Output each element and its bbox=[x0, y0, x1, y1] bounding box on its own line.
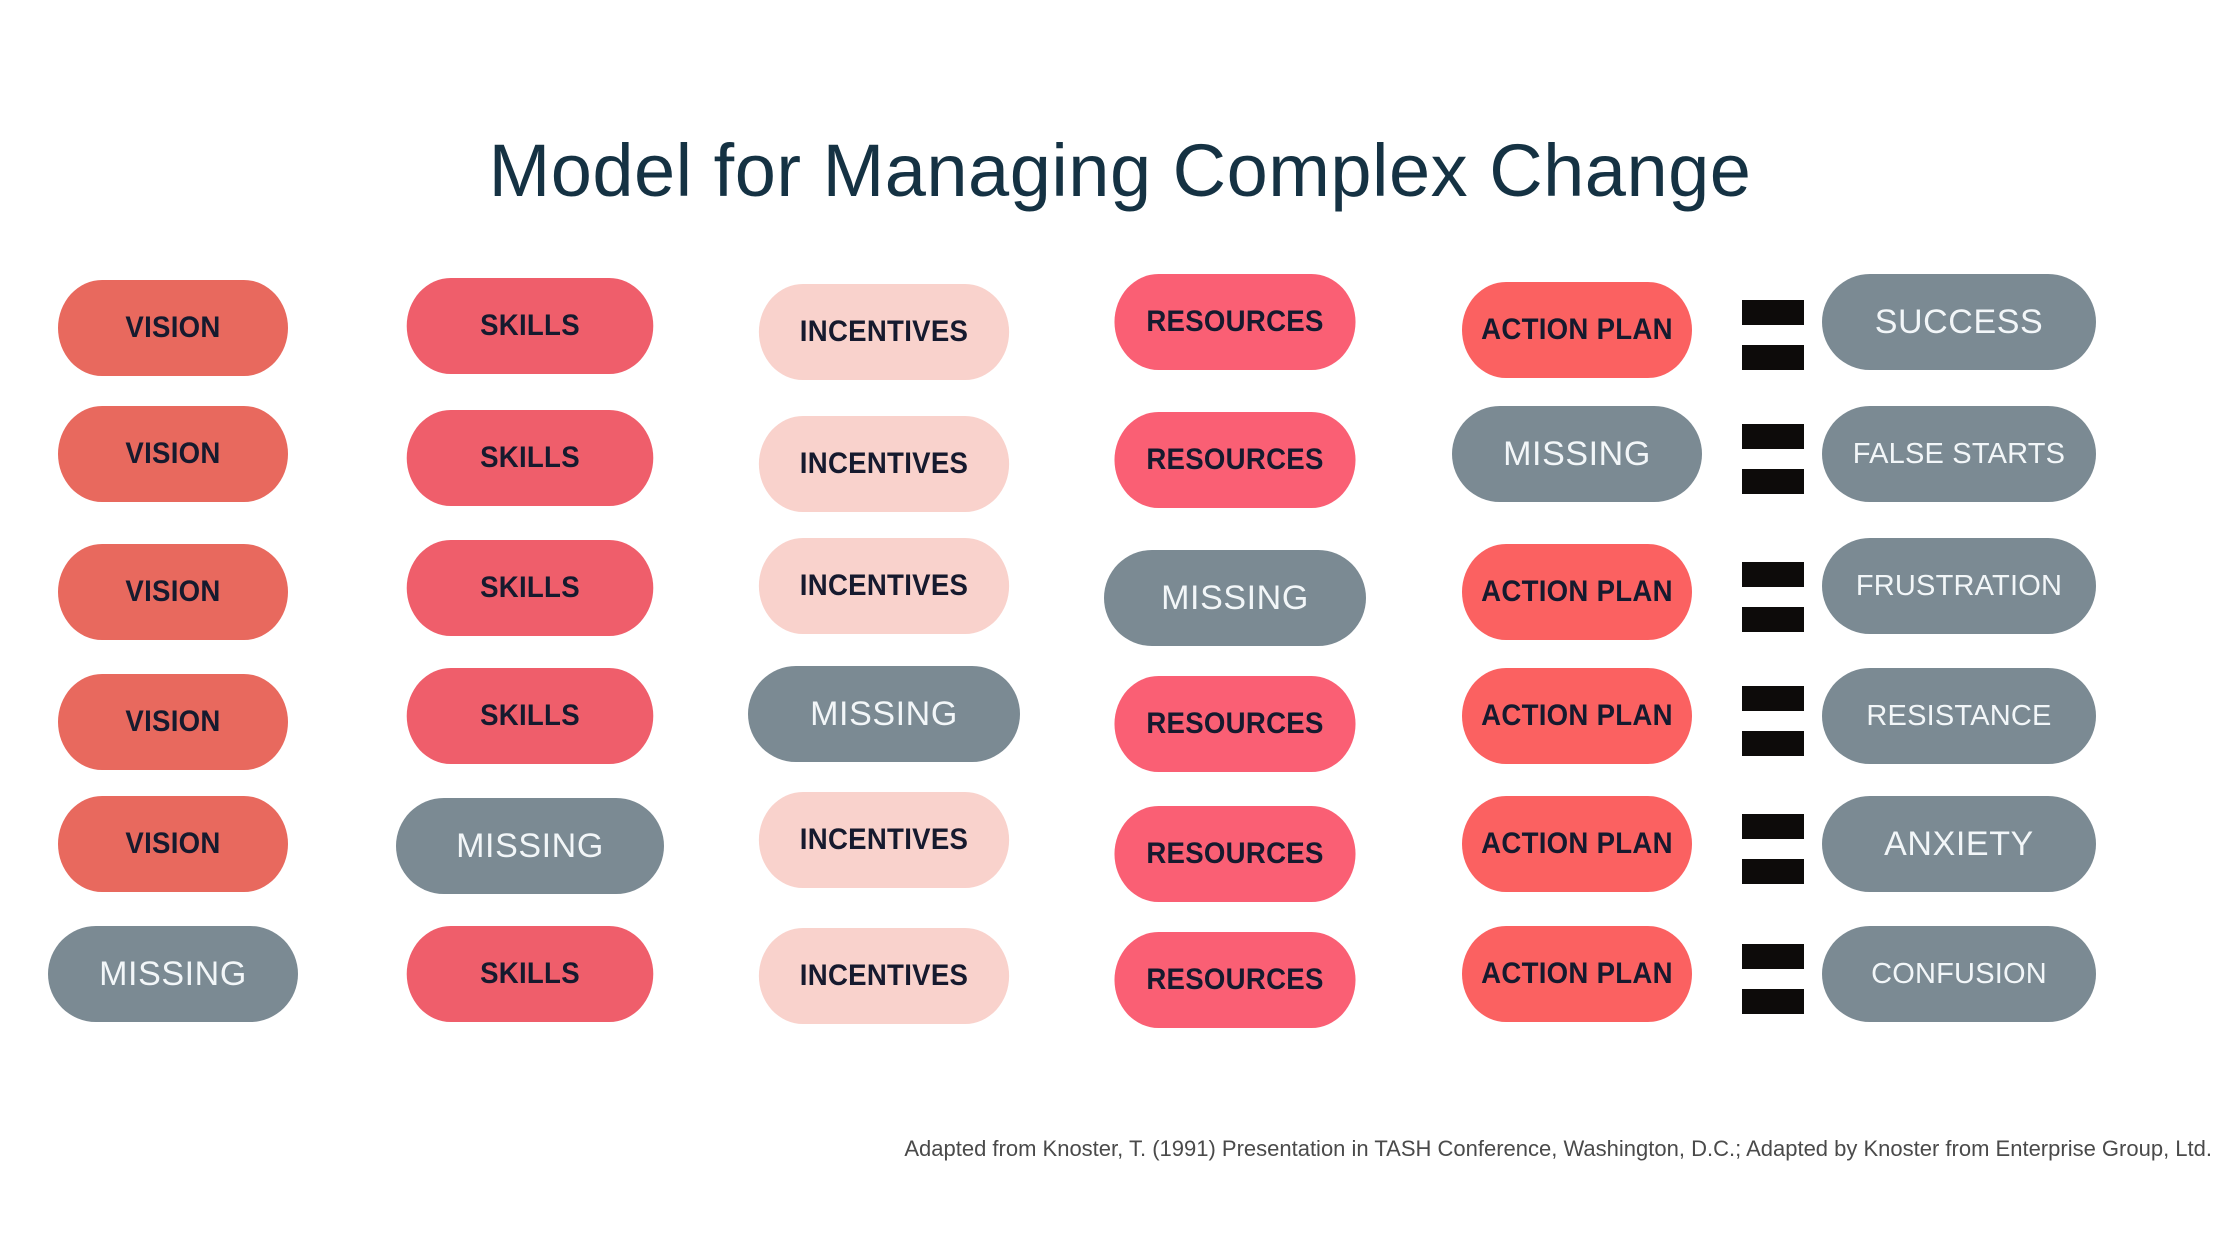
pill-vision[interactable]: VISION bbox=[58, 674, 288, 770]
pill-incentives[interactable]: INCENTIVES bbox=[758, 928, 1010, 1024]
pill-outcome-resistance[interactable]: RESISTANCE bbox=[1822, 668, 2096, 764]
equals-bar-top bbox=[1742, 424, 1804, 449]
page-title: Model for Managing Complex Change bbox=[488, 129, 1752, 212]
equals-bar-top bbox=[1742, 300, 1804, 325]
pill-missing[interactable]: MISSING bbox=[1104, 550, 1366, 646]
pill-incentives[interactable]: INCENTIVES bbox=[758, 416, 1010, 512]
equals-bar-bottom bbox=[1742, 345, 1804, 370]
equals-icon bbox=[1742, 814, 1804, 884]
pill-skills[interactable]: SKILLS bbox=[406, 668, 654, 764]
matrix-row: MISSING SKILLS INCENTIVES RESOURCES ACTION P… bbox=[0, 926, 2240, 1062]
equals-bar-bottom bbox=[1742, 989, 1804, 1014]
equals-icon bbox=[1742, 686, 1804, 756]
pill-action-plan[interactable]: ACTION PLAN bbox=[1462, 544, 1692, 640]
pill-vision[interactable]: VISION bbox=[58, 796, 288, 892]
pill-action-plan[interactable]: ACTION PLAN bbox=[1462, 668, 1692, 764]
pill-missing[interactable]: MISSING bbox=[48, 926, 298, 1022]
equals-icon bbox=[1742, 562, 1804, 632]
pill-outcome-false-starts[interactable]: FALSE STARTS bbox=[1822, 406, 2096, 502]
pill-vision[interactable]: VISION bbox=[58, 544, 288, 640]
pill-resources[interactable]: RESOURCES bbox=[1114, 676, 1356, 772]
pill-skills[interactable]: SKILLS bbox=[406, 278, 654, 374]
equals-bar-bottom bbox=[1742, 469, 1804, 494]
pill-outcome-anxiety[interactable]: ANXIETY bbox=[1822, 796, 2096, 892]
pill-outcome-success[interactable]: SUCCESS bbox=[1822, 274, 2096, 370]
pill-skills[interactable]: SKILLS bbox=[406, 410, 654, 506]
matrix-row: VISION SKILLS MISSING RESOURCES ACTION PLAN R… bbox=[0, 666, 2240, 804]
equals-bar-top bbox=[1742, 562, 1804, 587]
equals-bar-bottom bbox=[1742, 859, 1804, 884]
equals-bar-top bbox=[1742, 814, 1804, 839]
pill-outcome-confusion[interactable]: CONFUSION bbox=[1822, 926, 2096, 1022]
equals-icon bbox=[1742, 300, 1804, 370]
change-model-matrix: VISION SKILLS INCENTIVES RESOURCES ACTION PL… bbox=[0, 274, 2240, 1098]
pill-resources[interactable]: RESOURCES bbox=[1114, 412, 1356, 508]
matrix-row: VISION SKILLS INCENTIVES MISSING ACTION PLAN… bbox=[0, 538, 2240, 674]
pill-missing[interactable]: MISSING bbox=[396, 798, 664, 894]
pill-action-plan[interactable]: ACTION PLAN bbox=[1462, 796, 1692, 892]
pill-skills[interactable]: SKILLS bbox=[406, 926, 654, 1022]
pill-resources[interactable]: RESOURCES bbox=[1114, 274, 1356, 370]
equals-bar-top bbox=[1742, 686, 1804, 711]
pill-action-plan[interactable]: ACTION PLAN bbox=[1462, 926, 1692, 1022]
matrix-row: VISION MISSING INCENTIVES RESOURCES ACTION P… bbox=[0, 792, 2240, 932]
pill-resources[interactable]: RESOURCES bbox=[1114, 932, 1356, 1028]
pill-incentives[interactable]: INCENTIVES bbox=[758, 792, 1010, 888]
pill-skills[interactable]: SKILLS bbox=[406, 540, 654, 636]
matrix-row: VISION SKILLS INCENTIVES RESOURCES MISSING FA… bbox=[0, 406, 2240, 542]
pill-incentives[interactable]: INCENTIVES bbox=[758, 284, 1010, 380]
matrix-row: VISION SKILLS INCENTIVES RESOURCES ACTION PL… bbox=[0, 274, 2240, 414]
pill-outcome-frustration[interactable]: FRUSTRATION bbox=[1822, 538, 2096, 634]
pill-missing[interactable]: MISSING bbox=[1452, 406, 1702, 502]
equals-bar-bottom bbox=[1742, 731, 1804, 756]
equals-icon bbox=[1742, 424, 1804, 494]
equals-bar-top bbox=[1742, 944, 1804, 969]
equals-bar-bottom bbox=[1742, 607, 1804, 632]
equals-icon bbox=[1742, 944, 1804, 1014]
pill-missing[interactable]: MISSING bbox=[748, 666, 1020, 762]
pill-vision[interactable]: VISION bbox=[58, 280, 288, 376]
attribution-text: Adapted from Knoster, T. (1991) Presenta… bbox=[904, 1136, 2212, 1161]
pill-resources[interactable]: RESOURCES bbox=[1114, 806, 1356, 902]
pill-vision[interactable]: VISION bbox=[58, 406, 288, 502]
pill-incentives[interactable]: INCENTIVES bbox=[758, 538, 1010, 634]
pill-action-plan[interactable]: ACTION PLAN bbox=[1462, 282, 1692, 378]
